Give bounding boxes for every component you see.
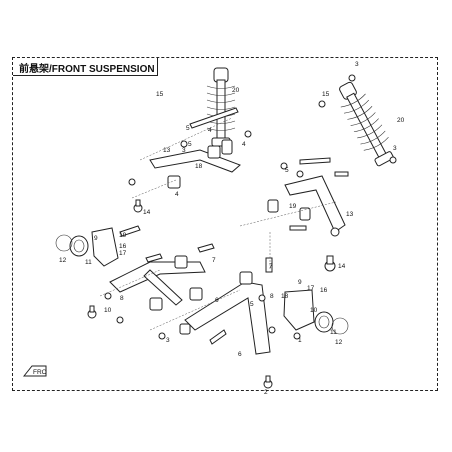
lower-left-arm-brace — [143, 269, 183, 306]
callout-5: 5 — [188, 141, 192, 148]
callout-10: 10 — [310, 307, 318, 314]
callout-12: 12 — [59, 257, 67, 264]
diagram-frame — [12, 57, 438, 391]
callout-11: 11 — [330, 329, 337, 336]
callout-19: 19 — [289, 203, 297, 210]
callout-10: 10 — [104, 307, 112, 314]
callout-9: 9 — [94, 235, 98, 242]
right-steering-knuckle — [283, 289, 315, 331]
callout-3: 3 — [355, 61, 359, 68]
callout-4: 4 — [175, 191, 179, 198]
title-box: 前悬架/FRONT SUSPENSION — [13, 58, 158, 76]
callout-5: 5 — [250, 301, 254, 308]
centre-lines — [99, 117, 337, 331]
callout-15: 15 — [322, 91, 330, 98]
right-snap-ring — [331, 317, 349, 335]
callout-1: 1 — [298, 337, 302, 344]
ball-joints — [87, 199, 340, 389]
callout-14: 14 — [143, 209, 151, 216]
callout-6: 6 — [215, 297, 219, 304]
callout-6: 6 — [238, 351, 242, 358]
callout-12: 12 — [335, 339, 343, 346]
lower-left-control-arm — [109, 261, 206, 293]
right-shock-absorber — [339, 81, 394, 167]
callout-4: 4 — [242, 141, 246, 148]
left-shock-absorber — [206, 67, 236, 147]
callout-19: 19 — [119, 232, 127, 239]
front-direction-badge: FRO — [22, 365, 47, 377]
callout-7: 7 — [269, 263, 273, 270]
callout-3: 3 — [182, 147, 186, 154]
callout-7: 7 — [212, 257, 216, 264]
callout-15: 15 — [156, 91, 164, 98]
callout-4: 4 — [208, 127, 212, 134]
callout-20: 20 — [397, 117, 405, 124]
left-wheel-bearing — [69, 235, 89, 257]
right-wheel-bearing-inner — [318, 315, 330, 329]
bushings — [149, 139, 311, 335]
callout-17: 17 — [119, 250, 127, 257]
left-wheel-bearing-inner — [73, 239, 85, 253]
left-snap-ring — [55, 234, 73, 252]
callout-16: 16 — [119, 243, 127, 250]
bolts — [119, 107, 349, 345]
diagram-title: 前悬架/FRONT SUSPENSION — [19, 64, 155, 75]
callout-13: 13 — [346, 211, 354, 218]
callout-5: 5 — [285, 167, 289, 174]
callout-18: 18 — [195, 163, 203, 170]
callout-2: 2 — [264, 389, 268, 396]
callout-20: 20 — [232, 87, 240, 94]
upper-left-control-arm — [149, 149, 241, 173]
callout-16: 16 — [320, 287, 328, 294]
front-badge-label: FRO — [33, 369, 47, 376]
callout-9: 9 — [298, 279, 302, 286]
nuts — [104, 74, 397, 340]
left-steering-knuckle — [91, 227, 119, 267]
callout-13: 13 — [163, 147, 171, 154]
callout-18: 18 — [281, 293, 289, 300]
callout-8: 8 — [270, 293, 274, 300]
callout-3: 3 — [393, 145, 397, 152]
callout-8: 8 — [120, 295, 124, 302]
callout-17: 17 — [307, 285, 315, 292]
callout-5: 5 — [186, 125, 190, 132]
callout-14: 14 — [338, 263, 346, 270]
callout-11: 11 — [85, 259, 92, 266]
callout-3: 3 — [166, 337, 170, 344]
